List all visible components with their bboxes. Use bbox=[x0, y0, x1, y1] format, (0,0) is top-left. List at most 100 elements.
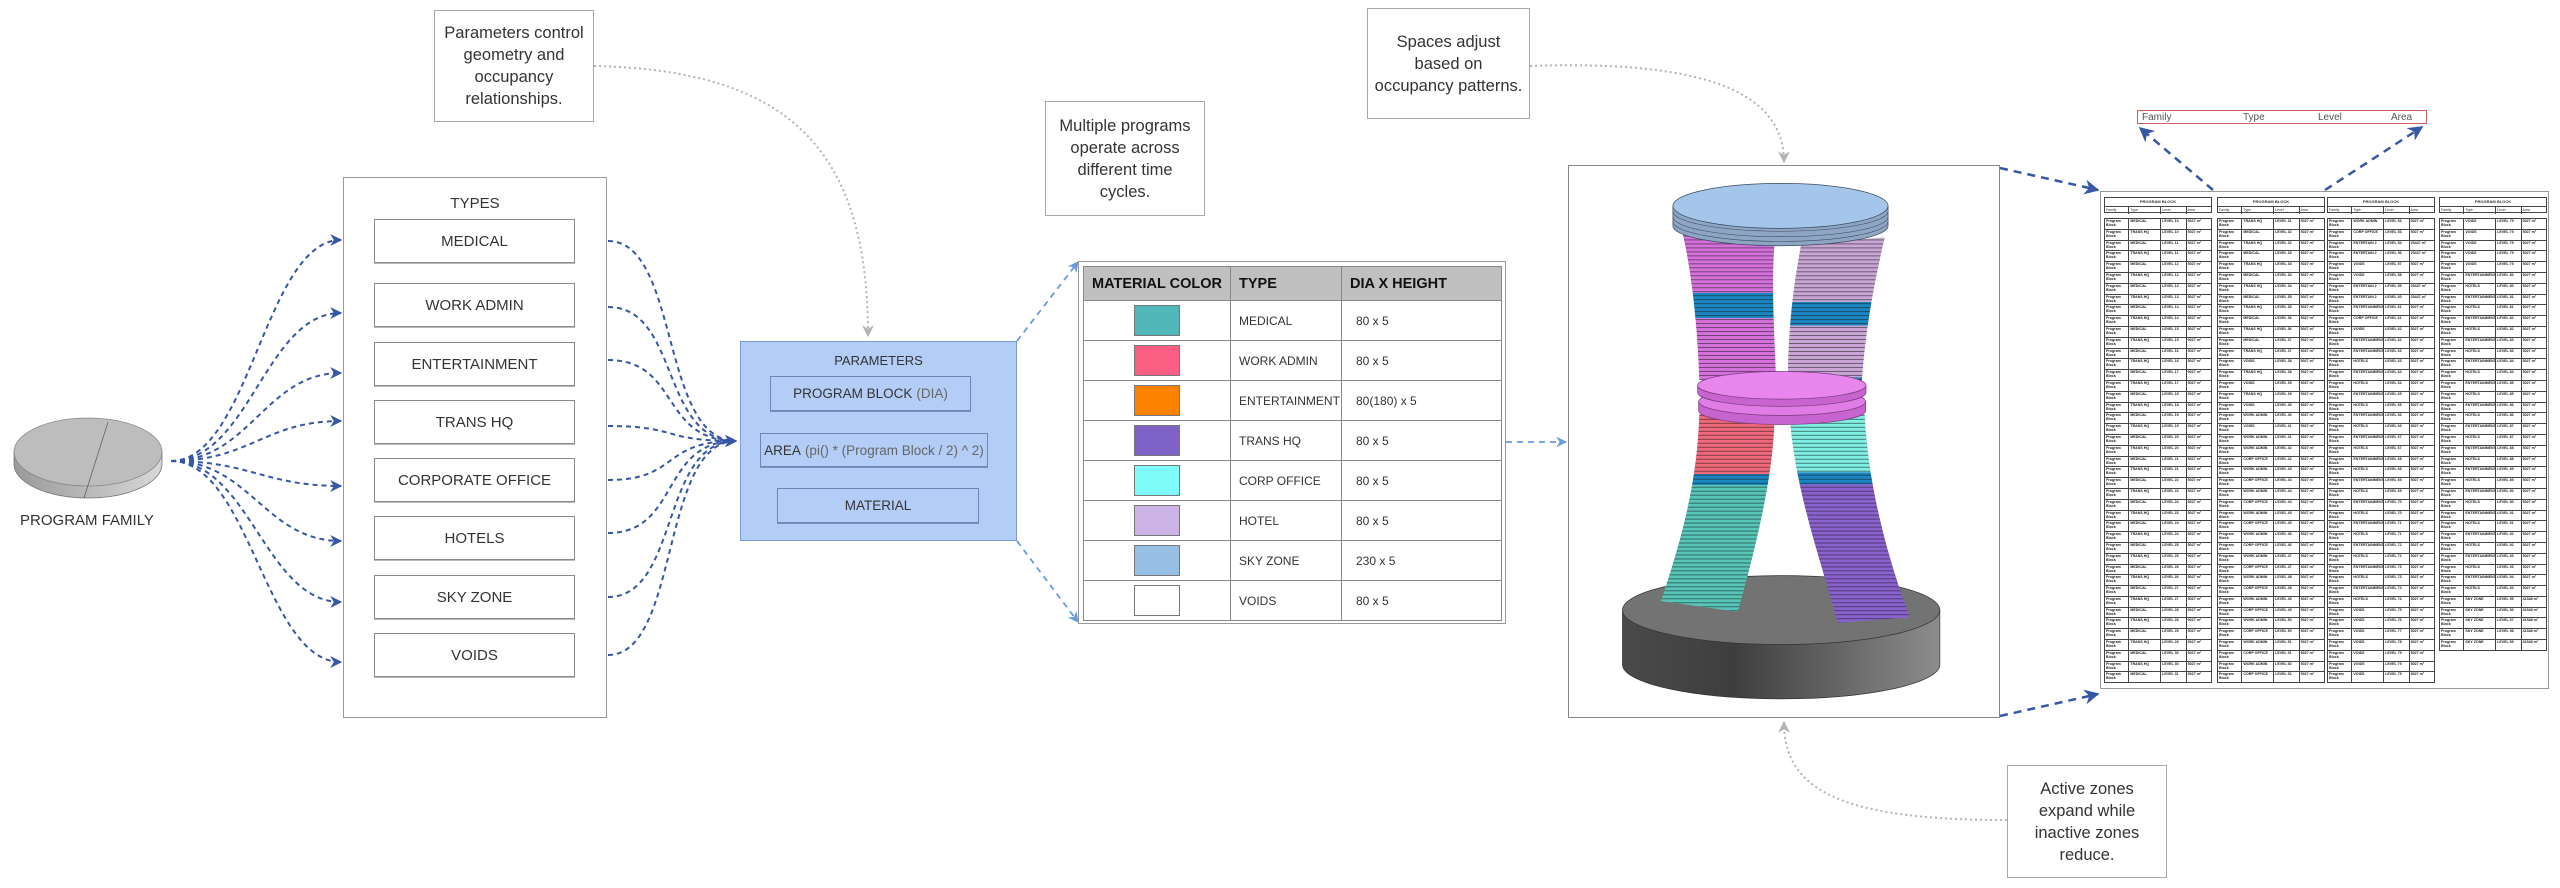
area-cell: 5027 m² bbox=[2522, 370, 2536, 375]
type-box-corporate-office[interactable]: CORPORATE OFFICE bbox=[374, 458, 575, 502]
type-cell: HOTELS bbox=[2464, 348, 2497, 359]
color-cell bbox=[1083, 540, 1231, 581]
type-box-sky-zone[interactable]: SKY ZONE bbox=[374, 575, 575, 619]
color-swatch bbox=[1134, 545, 1180, 576]
level-cell: LEVEL 90 bbox=[2496, 499, 2522, 510]
family-cell: Program Block bbox=[2218, 337, 2243, 348]
level-cell: LEVEL 45 bbox=[2274, 521, 2300, 532]
level-cell: LEVEL 71 bbox=[2384, 521, 2410, 532]
type-cell: VOIDS bbox=[2242, 402, 2275, 413]
level-cell: LEVEL 68 bbox=[2384, 456, 2410, 467]
type-box-hotels[interactable]: HOTELS bbox=[374, 516, 575, 560]
area-cell: 5027 m² bbox=[2187, 272, 2201, 277]
area-cell: 5027 m² bbox=[2410, 370, 2424, 375]
level-cell: LEVEL 95 bbox=[2496, 596, 2522, 607]
area-cell: 5027 m² bbox=[2300, 575, 2314, 580]
program-block-param[interactable]: PROGRAM BLOCK(DIA) bbox=[770, 376, 971, 411]
level-cell: LEVEL 79 bbox=[2384, 672, 2410, 683]
level-cell: LEVEL 14 bbox=[2161, 316, 2187, 326]
type-cell: MEDICAL bbox=[2129, 672, 2162, 683]
type-cell: TRANS HQ bbox=[2242, 348, 2275, 359]
family-cell: Program Block bbox=[2440, 424, 2465, 434]
area-cell: 5027 m² bbox=[2187, 607, 2201, 612]
level-cell: LEVEL 45 bbox=[2274, 510, 2300, 521]
family-cell: Program Block bbox=[2328, 229, 2353, 240]
area-cell: 5027 m² bbox=[2300, 650, 2314, 655]
family-cell: Program Block bbox=[2105, 251, 2130, 262]
zones-note: Active zones expand while inactive zones… bbox=[2007, 765, 2167, 878]
level-cell: LEVEL 50 bbox=[2274, 618, 2300, 629]
material-param[interactable]: MATERIAL bbox=[777, 488, 979, 523]
schedule-column-header: Type bbox=[2129, 207, 2162, 214]
area-cell: 5027 m² bbox=[2300, 640, 2314, 645]
material-table: MATERIAL COLOR TYPE DIA X HEIGHT MEDICAL… bbox=[1083, 266, 1502, 621]
family-cell: Program Block bbox=[2218, 553, 2243, 564]
area-cell: 5027 m² bbox=[2187, 413, 2201, 418]
type-cell: MEDICAL bbox=[2129, 391, 2162, 402]
area-cell: 5027 m² bbox=[2187, 251, 2201, 256]
family-cell: Program Block bbox=[2218, 391, 2243, 402]
type-box-medical[interactable]: MEDICAL bbox=[374, 219, 575, 263]
family-cell: Program Block bbox=[2218, 521, 2243, 532]
area-cell: 5027 m² bbox=[2300, 305, 2314, 310]
level-cell: LEVEL 63 bbox=[2384, 348, 2410, 359]
family-cell: Program Block bbox=[2328, 272, 2353, 283]
type-box-entertainment[interactable]: ENTERTAINMENT bbox=[374, 342, 575, 386]
type-cell: HOTELS bbox=[2352, 596, 2385, 607]
type-cell: HOTELS bbox=[2352, 402, 2385, 413]
family-cell: Program Block bbox=[2105, 348, 2130, 359]
area-cell: 5027 m² bbox=[2300, 283, 2314, 288]
family-cell: Program Block bbox=[2440, 283, 2465, 294]
type-cell: ENTERTAINMENT bbox=[2352, 564, 2385, 575]
area-cell: 5027 m² bbox=[2410, 380, 2424, 385]
level-cell: LEVEL 64 bbox=[2384, 380, 2410, 391]
type-cell: CORP OFFICE bbox=[2352, 316, 2385, 326]
type-cell: TRANS HQ bbox=[2129, 618, 2162, 629]
family-cell: Program Block bbox=[2105, 434, 2130, 445]
level-cell: LEVEL 92 bbox=[2496, 542, 2522, 553]
schedule-column-header: Level bbox=[2496, 207, 2522, 214]
schedule-column-header: Area bbox=[2410, 208, 2419, 212]
level-cell: LEVEL 38 bbox=[2274, 359, 2300, 370]
family-to-type-link bbox=[170, 367, 343, 462]
level-cell: LEVEL 66 bbox=[2384, 413, 2410, 424]
area-cell: 5027 m² bbox=[2522, 337, 2536, 342]
area-cell: 5027 m² bbox=[2300, 467, 2314, 472]
family-to-type-link bbox=[170, 234, 343, 462]
family-cell: Program Block bbox=[2218, 305, 2243, 316]
type-box-voids[interactable]: VOIDS bbox=[374, 633, 575, 677]
area-cell: 5027 m² bbox=[2522, 316, 2536, 321]
level-cell: LEVEL 24 bbox=[2161, 521, 2187, 532]
level-cell: LEVEL 87 bbox=[2496, 434, 2522, 445]
level-cell: LEVEL 50 bbox=[2274, 629, 2300, 640]
area-cell: 5027 m² bbox=[2410, 672, 2424, 677]
type-box-trans-hq[interactable]: TRANS HQ bbox=[374, 400, 575, 444]
family-cell: Program Block bbox=[2218, 478, 2243, 488]
type-cell: ENTERTAINMENT bbox=[2352, 542, 2385, 553]
level-cell: LEVEL 28 bbox=[2161, 607, 2187, 618]
type-box-work-admin[interactable]: WORK ADMIN bbox=[374, 283, 575, 327]
level-cell: LEVEL 86 bbox=[2496, 413, 2522, 424]
level-cell: LEVEL 83 bbox=[2496, 337, 2522, 348]
area-cell: 5027 m² bbox=[2187, 521, 2201, 526]
area-param[interactable]: AREA(pi() * (Program Block / 2) ^ 2) bbox=[760, 433, 988, 467]
level-cell: LEVEL 91 bbox=[2496, 510, 2522, 521]
